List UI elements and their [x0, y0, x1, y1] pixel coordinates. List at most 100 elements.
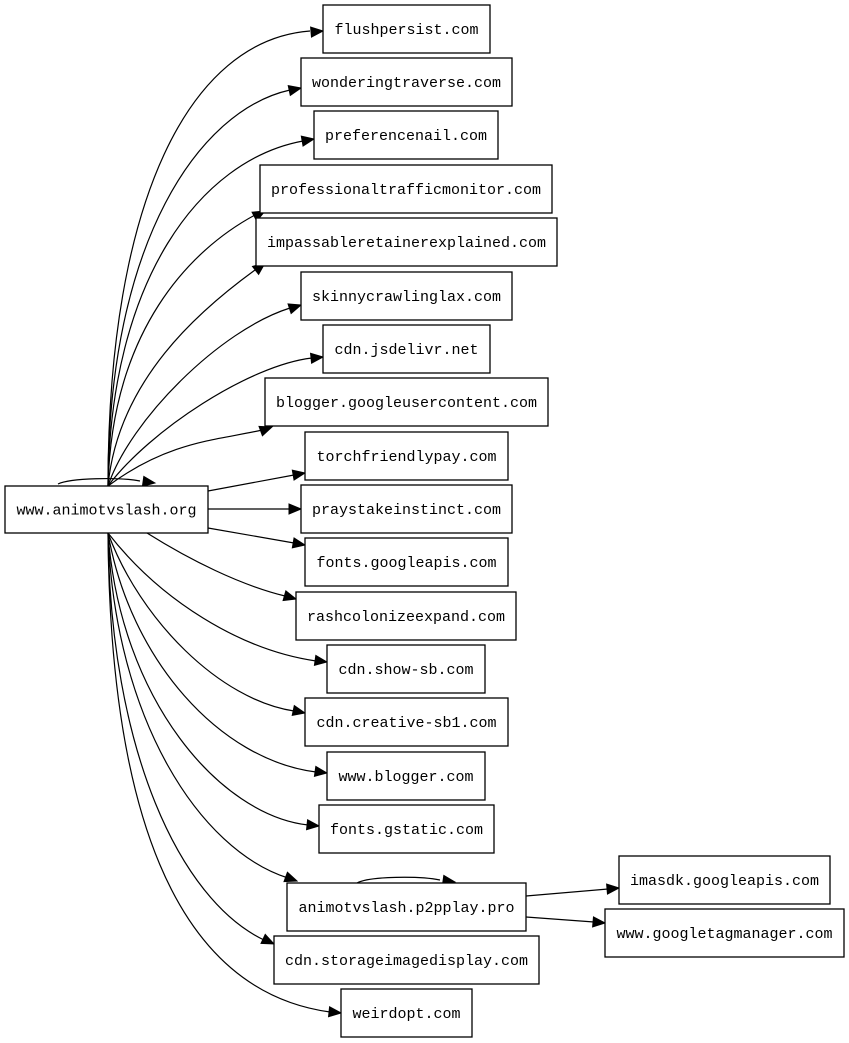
node-box — [340, 988, 473, 1038]
edge-line — [107, 307, 291, 487]
node-box — [286, 882, 527, 932]
edge-line — [525, 888, 609, 897]
node-box — [273, 935, 540, 985]
node-box — [259, 164, 553, 214]
node-label: cdn.jsdelivr.net — [334, 342, 478, 359]
edge-line — [57, 478, 141, 485]
node-label: fonts.gstatic.com — [330, 822, 483, 839]
edge-root-to-n11 — [207, 527, 307, 549]
node-n7[interactable]: cdn.jsdelivr.net — [322, 324, 491, 374]
node-n2[interactable]: wonderingtraverse.com — [300, 57, 513, 107]
edge-line — [107, 532, 331, 1013]
node-n19[interactable]: weirdopt.com — [340, 988, 473, 1038]
node-n18[interactable]: cdn.storageimagedisplay.com — [273, 935, 540, 985]
node-box — [304, 537, 509, 587]
edge-line — [107, 357, 313, 487]
node-label: cdn.show-sb.com — [338, 662, 473, 679]
node-n6[interactable]: skinnycrawlinglax.com — [300, 271, 513, 321]
arrowhead-icon — [310, 26, 325, 38]
edge-line — [146, 532, 286, 597]
edge-root-to-n5 — [107, 262, 267, 487]
node-box — [304, 697, 509, 747]
edge-root-to-n14 — [107, 532, 307, 717]
edge-line — [107, 532, 317, 662]
node-label: animotvslash.p2pplay.pro — [298, 900, 514, 917]
edge-root-to-n2 — [107, 84, 303, 487]
edge-root-to-n19 — [107, 532, 343, 1018]
arrowhead-icon — [282, 590, 298, 602]
arrowhead-icon — [287, 84, 303, 97]
edge-root-to-n15 — [107, 532, 329, 777]
arrowhead-icon — [313, 654, 329, 666]
node-box — [4, 485, 209, 534]
node-box — [322, 4, 491, 54]
edge-root-to-n3 — [107, 135, 316, 487]
node-label: torchfriendlypay.com — [316, 449, 496, 466]
node-n10[interactable]: praystakeinstinct.com — [300, 484, 513, 534]
node-box — [326, 644, 486, 694]
node-n9[interactable]: torchfriendlypay.com — [304, 431, 509, 481]
node-n11[interactable]: fonts.googleapis.com — [304, 537, 509, 587]
arrowhead-icon — [288, 503, 303, 515]
node-box — [318, 804, 495, 854]
node-label: skinnycrawlinglax.com — [312, 289, 501, 306]
node-n3[interactable]: preferencenail.com — [313, 110, 499, 160]
edge-line — [107, 429, 263, 487]
node-label: www.animotvslash.org — [16, 503, 196, 520]
node-label: www.blogger.com — [338, 769, 473, 786]
node-n13[interactable]: cdn.show-sb.com — [326, 644, 486, 694]
edge-line — [107, 214, 256, 487]
arrowhead-icon — [283, 871, 299, 883]
arrowhead-icon — [291, 469, 307, 481]
node-n14[interactable]: cdn.creative-sb1.com — [304, 697, 509, 747]
node-label: professionaltrafficmonitor.com — [271, 182, 541, 199]
node-n12[interactable]: rashcolonizeexpand.com — [295, 591, 517, 641]
node-label: blogger.googleusercontent.com — [276, 395, 537, 412]
node-n15[interactable]: www.blogger.com — [326, 751, 486, 801]
edge-root-to-n18 — [107, 532, 276, 945]
node-n16[interactable]: fonts.gstatic.com — [318, 804, 495, 854]
node-box — [326, 751, 486, 801]
arrowhead-icon — [258, 425, 274, 437]
edge-root-to-root — [57, 475, 157, 487]
node-n4[interactable]: professionaltrafficmonitor.com — [259, 164, 553, 214]
node-root[interactable]: www.animotvslash.org — [4, 485, 209, 534]
node-label: preferencenail.com — [325, 128, 487, 145]
node-box — [300, 271, 513, 321]
edge-root-to-n6 — [107, 303, 303, 487]
node-label: fonts.googleapis.com — [316, 555, 496, 572]
edge-line — [107, 532, 317, 773]
arrowhead-icon — [313, 765, 329, 777]
edge-root-to-n7 — [107, 352, 325, 487]
node-box — [300, 484, 513, 534]
arrowhead-icon — [305, 818, 321, 831]
node-box — [264, 377, 549, 427]
arrowhead-icon — [141, 475, 157, 487]
node-n20[interactable]: imasdk.googleapis.com — [618, 855, 831, 905]
node-n21[interactable]: www.googletagmanager.com — [604, 908, 845, 958]
node-label: www.googletagmanager.com — [616, 926, 832, 943]
edge-line — [107, 532, 295, 712]
node-label: cdn.storageimagedisplay.com — [285, 953, 528, 970]
edge-line — [356, 876, 441, 884]
node-box — [255, 217, 558, 267]
node-box — [300, 57, 513, 107]
arrowhead-icon — [606, 883, 621, 895]
node-box — [618, 855, 831, 905]
edge-line — [107, 532, 265, 941]
edge-line — [107, 30, 311, 487]
node-box — [322, 324, 491, 374]
node-label: impassableretainerexplained.com — [267, 235, 546, 252]
node-n1[interactable]: flushpersist.com — [322, 4, 491, 54]
edge-root-to-n1 — [107, 26, 325, 487]
edge-root-to-n12 — [146, 532, 298, 602]
arrowhead-icon — [260, 933, 276, 945]
edge-root-to-n16 — [107, 532, 321, 831]
node-n8[interactable]: blogger.googleusercontent.com — [264, 377, 549, 427]
arrowhead-icon — [287, 303, 303, 315]
node-n17[interactable]: animotvslash.p2pplay.pro — [286, 882, 527, 932]
edge-line — [525, 916, 595, 923]
node-box — [313, 110, 499, 160]
node-n5[interactable]: impassableretainerexplained.com — [255, 217, 558, 267]
